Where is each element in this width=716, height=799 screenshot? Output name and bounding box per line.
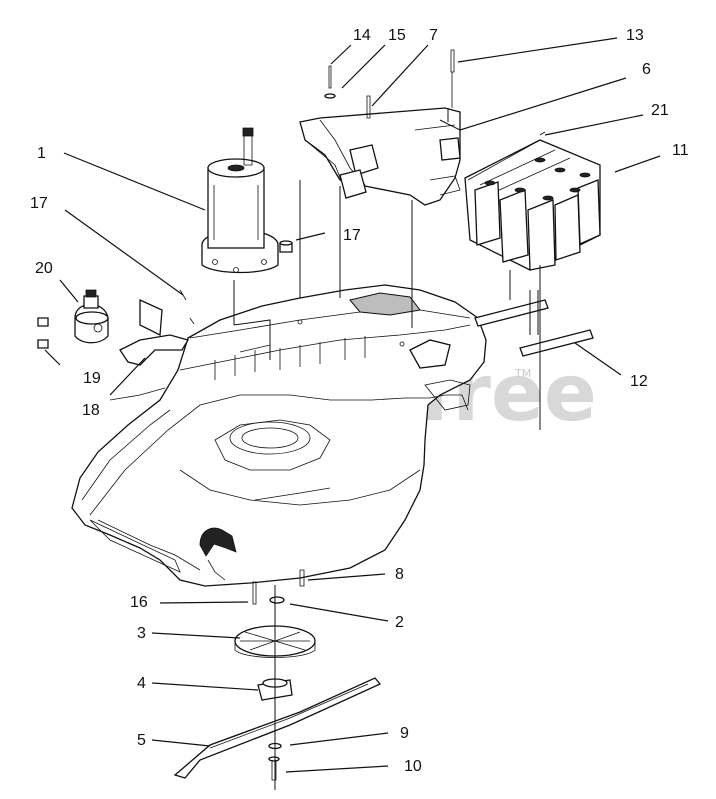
callout-2: 2 xyxy=(395,614,404,631)
callout-12: 12 xyxy=(630,373,648,390)
callout-8: 8 xyxy=(395,566,404,583)
callout-17-right: 17 xyxy=(343,227,361,244)
mower-housing xyxy=(71,284,487,587)
callout-9: 9 xyxy=(400,725,409,742)
watermark-tm: TM xyxy=(514,367,531,380)
callout-labels: 1 2 3 4 5 6 7 8 9 10 11 12 13 14 15 16 1… xyxy=(30,27,689,775)
callout-4: 4 xyxy=(137,675,146,692)
bracket-assembly xyxy=(299,107,461,206)
callout-11: 11 xyxy=(672,142,689,159)
callout-18: 18 xyxy=(82,402,100,419)
callout-13: 13 xyxy=(626,27,644,44)
battery-pack xyxy=(464,131,601,271)
switch-assembly xyxy=(37,289,195,366)
callout-16: 16 xyxy=(130,594,148,611)
callout-17-left: 17 xyxy=(30,195,48,212)
callout-6: 6 xyxy=(642,61,651,78)
callout-5: 5 xyxy=(137,732,146,749)
callout-14: 14 xyxy=(353,27,371,44)
hardware-top xyxy=(324,49,455,119)
callout-10: 10 xyxy=(404,758,422,775)
callout-7: 7 xyxy=(429,27,438,44)
motor-assembly xyxy=(201,127,279,274)
blade-assembly xyxy=(173,569,382,781)
callout-20: 20 xyxy=(35,260,53,277)
callout-3: 3 xyxy=(137,625,146,642)
callout-19: 19 xyxy=(83,370,101,387)
callout-21: 21 xyxy=(651,102,669,119)
part-17-spacer xyxy=(279,240,293,253)
battery-pads xyxy=(474,299,594,357)
alignment-lines xyxy=(233,108,541,790)
callout-1: 1 xyxy=(37,145,46,162)
leader-lines xyxy=(44,37,661,773)
callout-15: 15 xyxy=(388,27,406,44)
